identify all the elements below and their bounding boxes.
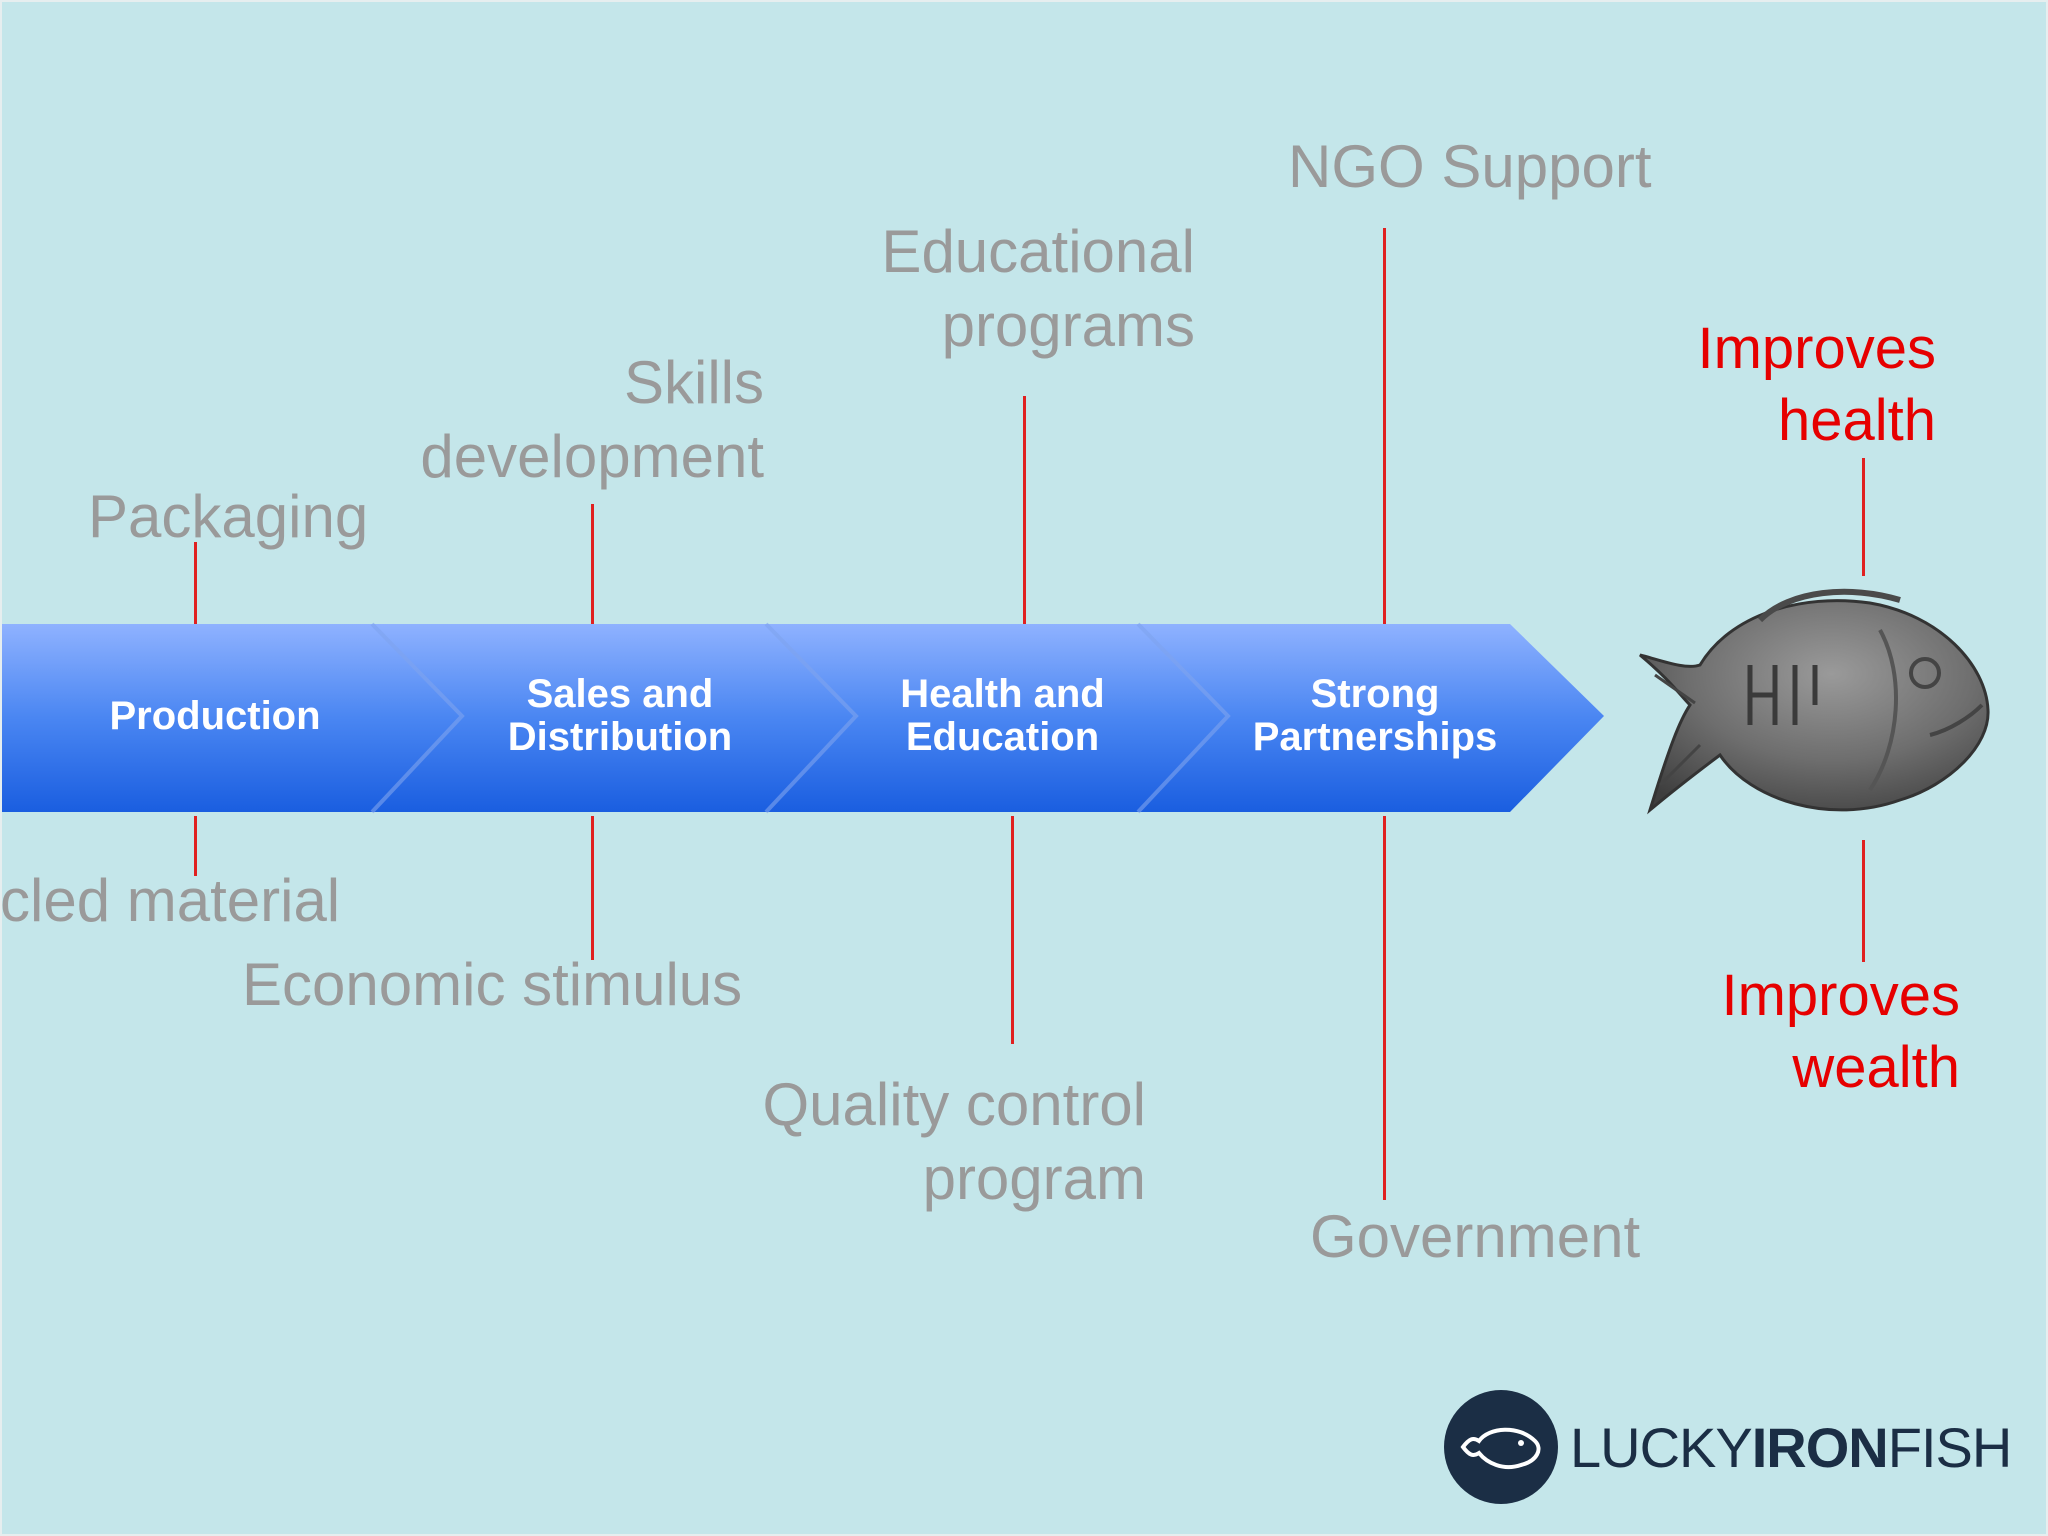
connector-quality (1011, 816, 1014, 1044)
label-educational-programs: Educational programs (850, 215, 1195, 363)
arrow-body (0, 624, 1604, 812)
label-skills-line2: development (420, 423, 764, 490)
stage-partnerships: Strong Partnerships (1230, 673, 1520, 759)
process-arrow (0, 622, 1604, 814)
fish-tail-ridges (1654, 673, 1702, 787)
stage-sales-line2: Distribution (507, 715, 733, 759)
logo-word-fish: FISH (1887, 1415, 2013, 1479)
chevron-divider-2 (764, 622, 859, 814)
label-skills-development: Skills development (400, 346, 764, 494)
connector-wealth (1862, 840, 1865, 962)
stage-production: Production (60, 695, 370, 738)
logo-word-iron: IRON (1751, 1415, 1889, 1479)
label-educational-line2: programs (941, 292, 1195, 359)
fish-logo-icon (1444, 1390, 1558, 1504)
connector-packaging (194, 542, 197, 624)
logo-word-lucky: LUCKY (1570, 1415, 1753, 1479)
stage-partnerships-line2: Partnerships (1252, 715, 1498, 759)
fish-emblem (1747, 665, 1818, 725)
chevron-divider-3 (1136, 622, 1231, 814)
connector-economic (591, 816, 594, 960)
label-packaging: Packaging (88, 483, 369, 550)
chevron-divider-1 (370, 622, 465, 814)
label-economic-stimulus: Economic stimulus (242, 951, 743, 1018)
label-skills-line1: Skills (623, 349, 764, 416)
label-quality-line2: program (922, 1145, 1146, 1212)
stage-health-line2: Education (905, 715, 1100, 759)
outcome-health-line2: health (1777, 388, 1936, 453)
connector-ngo (1383, 228, 1386, 624)
label-recycled-material: cled material (0, 867, 341, 934)
label-quality-line1: Quality control (762, 1071, 1147, 1138)
fish-mouth (1929, 703, 1984, 737)
label-government: Government (1310, 1203, 1641, 1270)
connector-educational (1023, 396, 1026, 624)
logo-wordmark: LUCKYIRONFISH (1570, 1415, 2013, 1480)
fish-eye (1909, 657, 1941, 689)
outcome-health-line1: Improves (1697, 316, 1936, 381)
label-quality-control: Quality control program (740, 1068, 1147, 1216)
label-educational-line1: Educational (881, 218, 1195, 285)
outcome-health: Improves health (1640, 313, 1936, 457)
stage-health: Health and Education (860, 673, 1145, 759)
stage-sales-line1: Sales and (526, 672, 714, 716)
cast-iron-fish-icon (1639, 588, 1990, 815)
stage-partnerships-line1: Strong (1310, 672, 1440, 716)
label-ngo-support: NGO Support (1288, 133, 1652, 200)
stage-sales: Sales and Distribution (470, 673, 770, 759)
outcome-wealth-line1: Improves (1721, 963, 1960, 1028)
fish-gill (1868, 629, 1899, 792)
connector-skills (591, 504, 594, 624)
stage-production-label: Production (109, 694, 321, 738)
stage-health-line1: Health and (900, 672, 1105, 716)
outcome-wealth-line2: wealth (1792, 1035, 1960, 1100)
connector-recycled (194, 816, 197, 876)
fish-dorsal-fin (1757, 588, 1901, 623)
connector-government (1383, 816, 1386, 1200)
lucky-iron-fish-logo: LUCKYIRONFISH (1444, 1390, 2013, 1504)
outcome-wealth: Improves wealth (1660, 960, 1960, 1104)
fish-body (1639, 599, 1990, 815)
connector-health (1862, 458, 1865, 576)
